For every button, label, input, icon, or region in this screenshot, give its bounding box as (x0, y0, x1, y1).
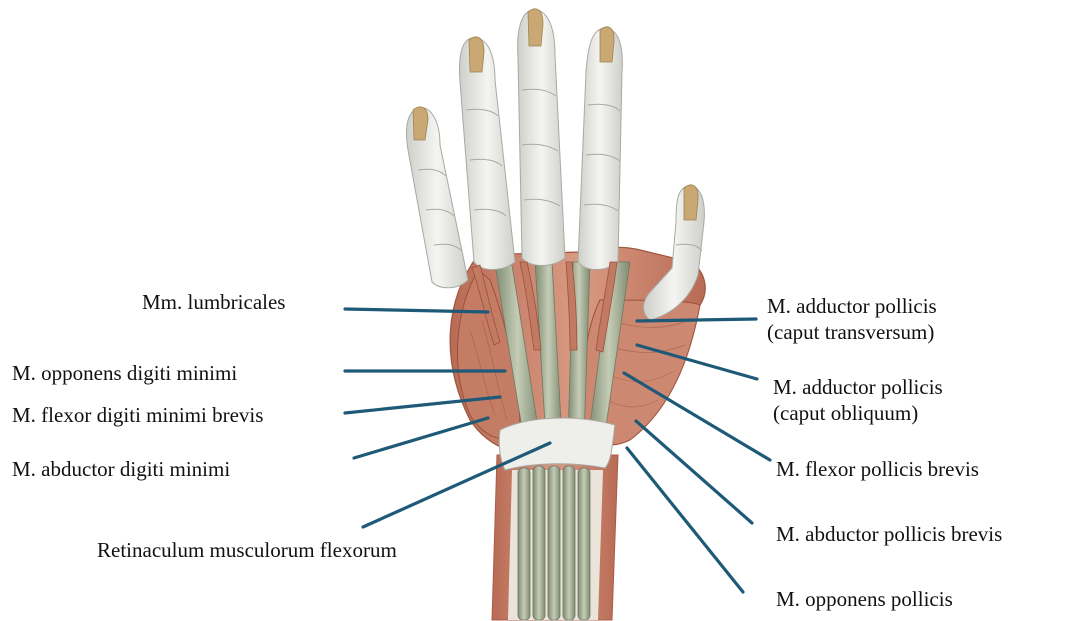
label-adductor-obliquum-line1: M. adductor pollicis (773, 374, 943, 400)
finger-index (578, 27, 622, 270)
leader-opponens-pollicis (627, 448, 743, 592)
label-opponens-pollicis: M. opponens pollicis (776, 586, 953, 612)
forearm (492, 455, 618, 620)
finger-ring (460, 37, 516, 270)
label-retinaculum: Retinaculum musculorum flexorum (97, 537, 397, 563)
label-lumbricales: Mm. lumbricales (142, 289, 285, 315)
label-abductor-digiti-minimi-text: M. abductor digiti minimi (12, 456, 230, 482)
label-opponens-digiti-minimi: M. opponens digiti minimi (12, 360, 237, 386)
label-lumbricales-text: Mm. lumbricales (142, 289, 285, 315)
label-flexor-pollicis-brevis: M. flexor pollicis brevis (776, 456, 979, 482)
leader-adductor-transversum (637, 319, 756, 321)
label-adductor-transversum-line2: (caput transversum) (767, 319, 937, 345)
label-flexor-pollicis-brevis-text: M. flexor pollicis brevis (776, 456, 979, 482)
label-retinaculum-text: Retinaculum musculorum flexorum (97, 537, 397, 563)
label-opponens-pollicis-text: M. opponens pollicis (776, 586, 953, 612)
label-adductor-obliquum-line2: (caput obliquum) (773, 400, 943, 426)
label-flexor-digiti-minimi-brevis-text: M. flexor digiti minimi brevis (12, 402, 263, 428)
leader-abductor-digiti-minimi (354, 418, 488, 458)
label-adductor-obliquum: M. adductor pollicis (caput obliquum) (773, 374, 943, 426)
label-flexor-digiti-minimi-brevis: M. flexor digiti minimi brevis (12, 402, 263, 428)
label-abductor-pollicis-brevis: M. abductor pollicis brevis (776, 521, 1002, 547)
retinaculum-shape (499, 418, 615, 470)
finger-little (406, 107, 468, 288)
label-abductor-pollicis-brevis-text: M. abductor pollicis brevis (776, 521, 1002, 547)
label-adductor-transversum: M. adductor pollicis (caput transversum) (767, 293, 937, 345)
label-adductor-transversum-line1: M. adductor pollicis (767, 293, 937, 319)
leader-abductor-pollicis-brevis (636, 421, 752, 523)
label-opponens-digiti-minimi-text: M. opponens digiti minimi (12, 360, 237, 386)
finger-middle (518, 9, 565, 266)
forearm-tendons (518, 466, 590, 620)
label-abductor-digiti-minimi: M. abductor digiti minimi (12, 456, 230, 482)
